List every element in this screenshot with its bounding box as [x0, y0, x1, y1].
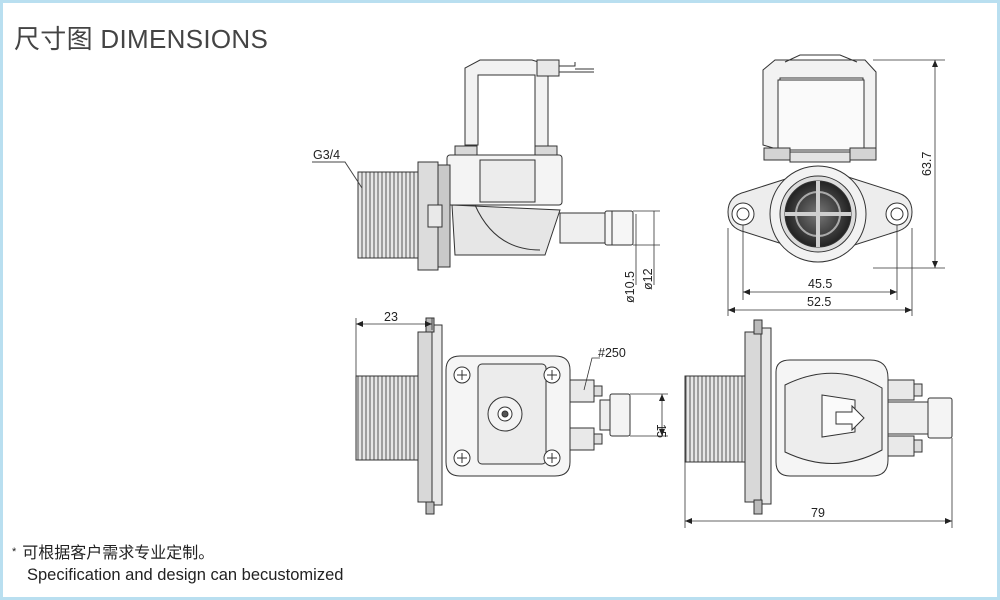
height-label: 63.7	[920, 152, 934, 176]
terminal-height-label: 15	[654, 424, 668, 438]
page-title: 尺寸图 DIMENSIONS	[14, 24, 269, 54]
mount-spacing-label: 45.5	[808, 277, 832, 291]
thread-length-label: 23	[384, 310, 398, 324]
note-star: *	[12, 546, 17, 558]
outlet-inner-diameter-label: ø10.5	[623, 271, 637, 303]
custom-note-cn: * 可根据客户需求专业定制。	[12, 539, 214, 563]
top-view	[355, 317, 668, 515]
flange-width-label: 52.5	[807, 295, 831, 309]
terminal-label: #250	[598, 346, 626, 360]
outlet-outer-diameter-label: ø12	[641, 268, 655, 290]
custom-note-en: Specification and design can becustomize…	[27, 566, 344, 584]
flow-arrow-icon	[835, 404, 865, 432]
total-length-label: 79	[811, 506, 825, 520]
side-view	[312, 59, 660, 285]
thread-label: G3/4	[313, 148, 340, 162]
bottom-view	[684, 319, 953, 528]
note-cn-text: 可根据客户需求专业定制。	[22, 545, 215, 562]
front-view	[727, 54, 945, 316]
